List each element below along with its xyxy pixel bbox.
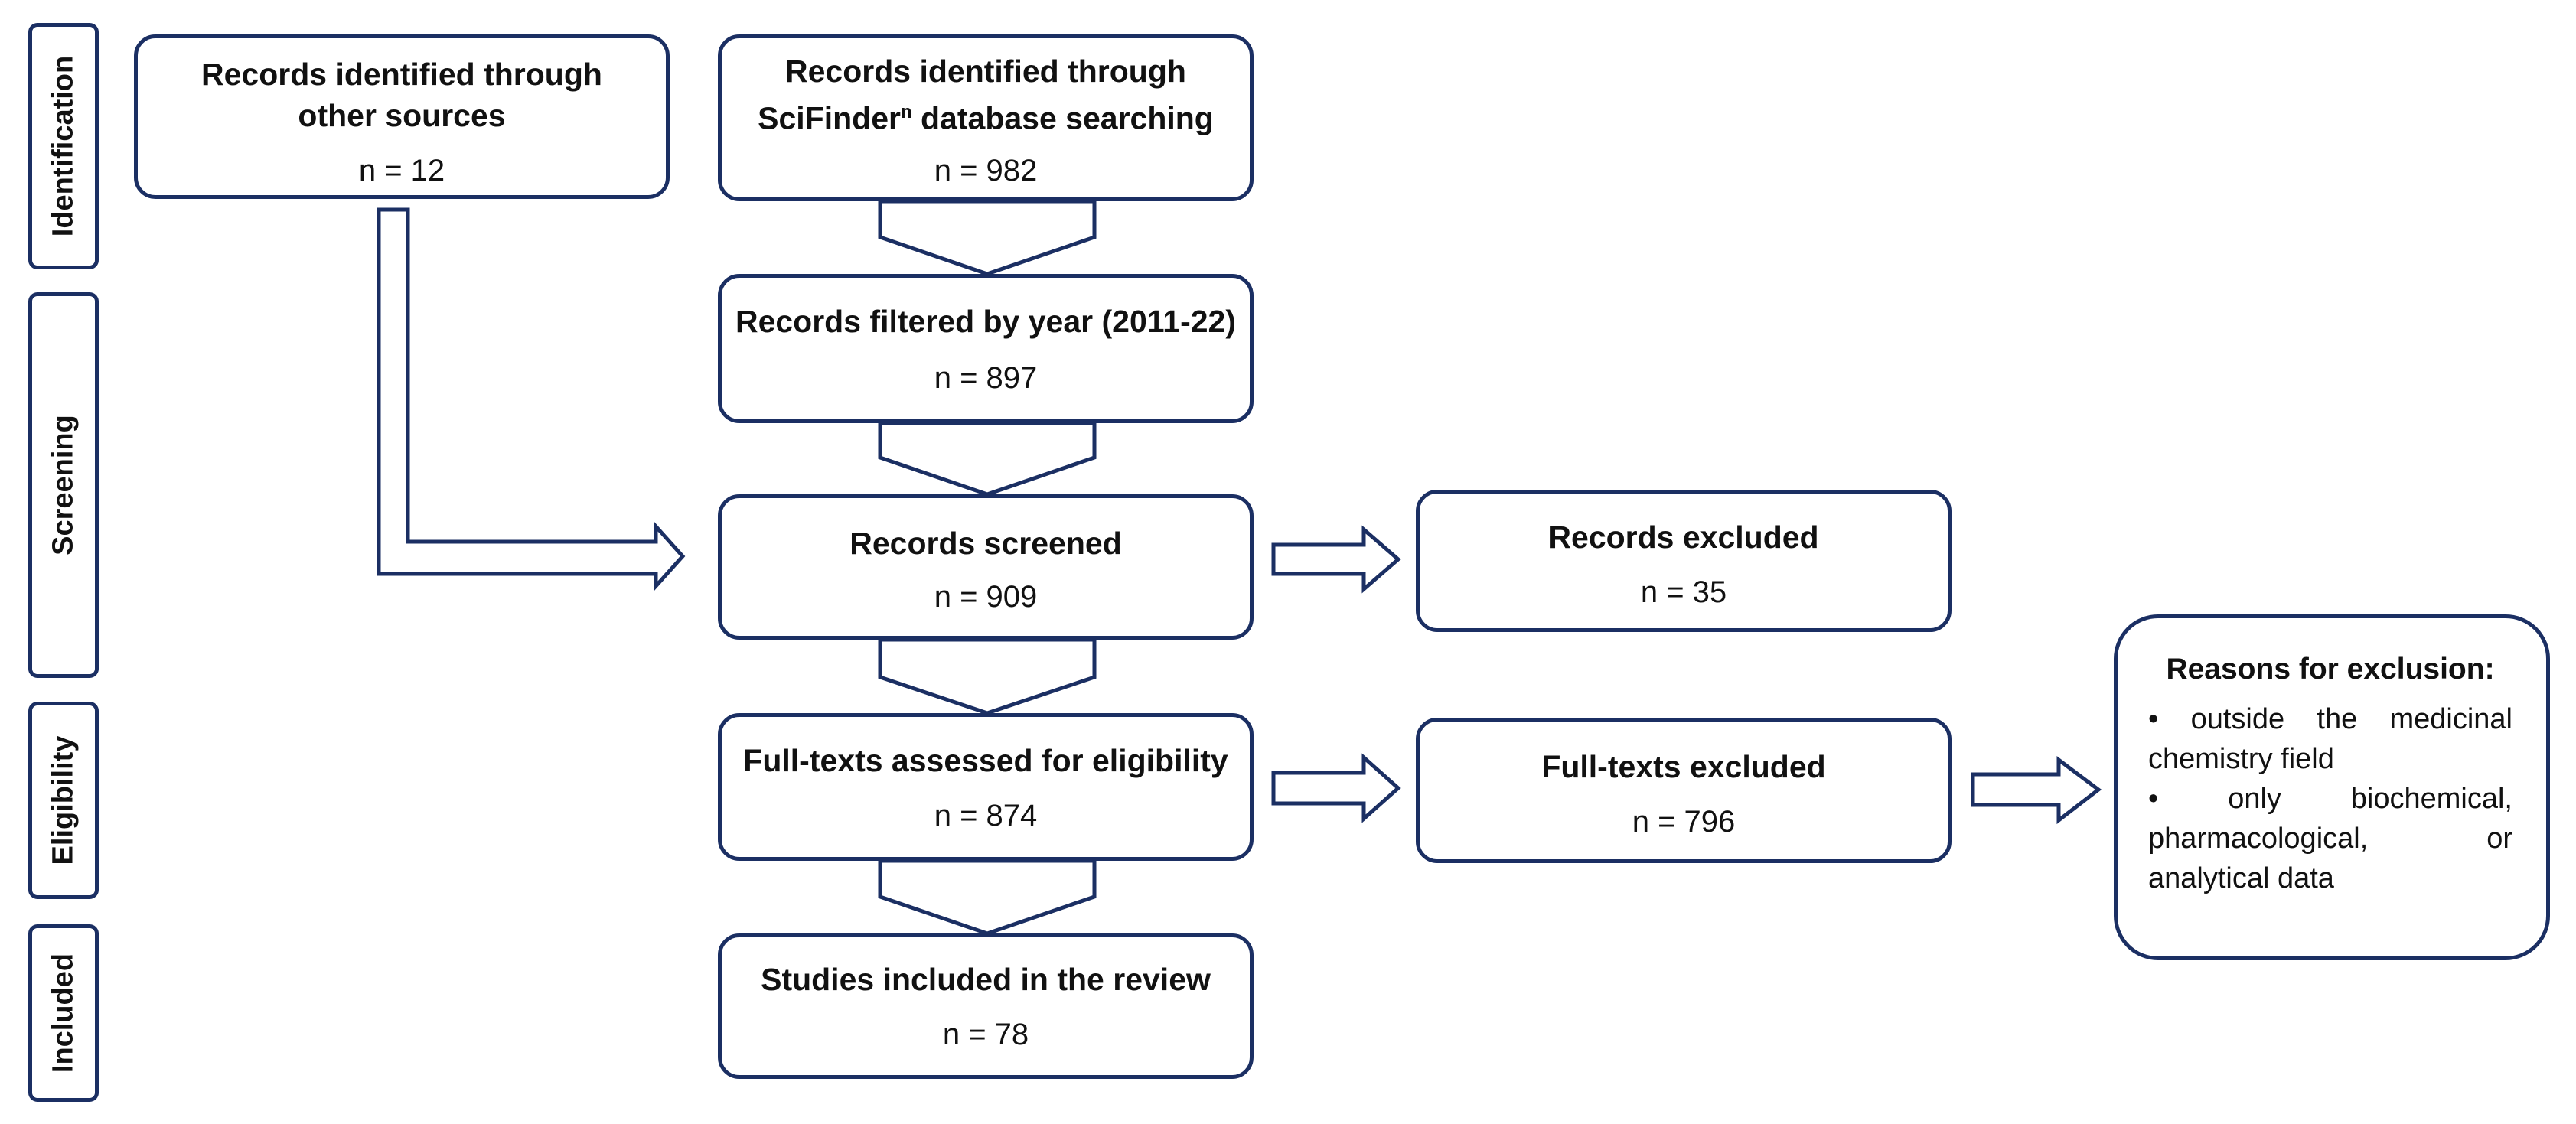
reason-item: • outside the medicinal chemistry field: [2148, 699, 2512, 779]
chevron-down-icon: [878, 199, 1097, 276]
box-count: n = 35: [1640, 575, 1727, 609]
box-fulltexts-assessed: Full-texts assessed for eligibility n = …: [718, 713, 1254, 861]
phase-eligibility: Eligibility: [28, 702, 99, 899]
box-studies-included: Studies included in the review n = 78: [718, 933, 1254, 1079]
box-count: n = 78: [942, 1018, 1029, 1051]
box-title: Full-texts assessed for eligibility: [743, 743, 1228, 778]
phase-label: Screening: [47, 415, 80, 555]
box-title: Records excluded: [1548, 520, 1819, 555]
reason-line: • only biochemical,: [2148, 783, 2512, 815]
superscript: n: [900, 102, 912, 122]
box-count: n = 874: [934, 799, 1038, 832]
box-title: Records screened: [849, 526, 1122, 561]
box-title: Records identified through: [201, 57, 602, 92]
chevron-down-icon: [878, 421, 1097, 497]
box-count: n = 12: [358, 154, 445, 187]
reasons-title: Reasons for exclusion:: [2166, 653, 2495, 686]
reason-line: chemistry field: [2148, 743, 2334, 775]
reason-item: • only biochemical, pharmacological, or …: [2148, 779, 2512, 898]
box-title: Full-texts excluded: [1541, 749, 1826, 784]
box-reasons-for-exclusion: Reasons for exclusion: • outside the med…: [2114, 614, 2550, 960]
box-count: n = 897: [934, 361, 1038, 395]
box-title: SciFindern database searching: [722, 92, 1250, 139]
reason-line: pharmacological, or: [2148, 823, 2512, 855]
box-filtered: Records filtered by year (2011-22) n = 8…: [718, 274, 1254, 423]
phase-label: Eligibility: [47, 735, 80, 865]
phase-identification: Identification: [28, 23, 99, 269]
box-fulltexts-excluded: Full-texts excluded n = 796: [1416, 718, 1952, 863]
phase-label: Identification: [47, 55, 80, 237]
box-count: n = 982: [934, 153, 1038, 187]
box-scifinder: Records identified through SciFindern da…: [718, 34, 1254, 201]
arrow-right-icon: [1971, 756, 2102, 825]
box-screened: Records screened n = 909: [718, 494, 1254, 640]
box-count: n = 796: [1632, 805, 1736, 839]
box-title: Records filtered by year (2011-22): [735, 304, 1237, 339]
phase-included: Included: [28, 924, 99, 1102]
box-other-sources: Records identified through other sources…: [134, 34, 670, 199]
reason-line: • outside the medicinal: [2148, 703, 2512, 735]
box-records-excluded: Records excluded n = 35: [1416, 490, 1952, 632]
elbow-arrow-icon: [377, 207, 686, 591]
arrow-right-icon: [1271, 753, 1401, 823]
phase-label: Included: [47, 953, 80, 1074]
box-title-part: database searching: [911, 100, 1214, 136]
arrow-right-icon: [1271, 525, 1401, 594]
box-title-part: SciFinder: [758, 100, 901, 136]
reason-line: analytical data: [2148, 862, 2334, 894]
box-count: n = 909: [934, 580, 1038, 614]
box-title: Studies included in the review: [761, 962, 1211, 997]
phase-screening: Screening: [28, 292, 99, 678]
box-title: Records identified through: [785, 54, 1186, 89]
box-title: other sources: [298, 98, 506, 133]
chevron-down-icon: [878, 637, 1097, 715]
chevron-down-icon: [878, 858, 1097, 936]
